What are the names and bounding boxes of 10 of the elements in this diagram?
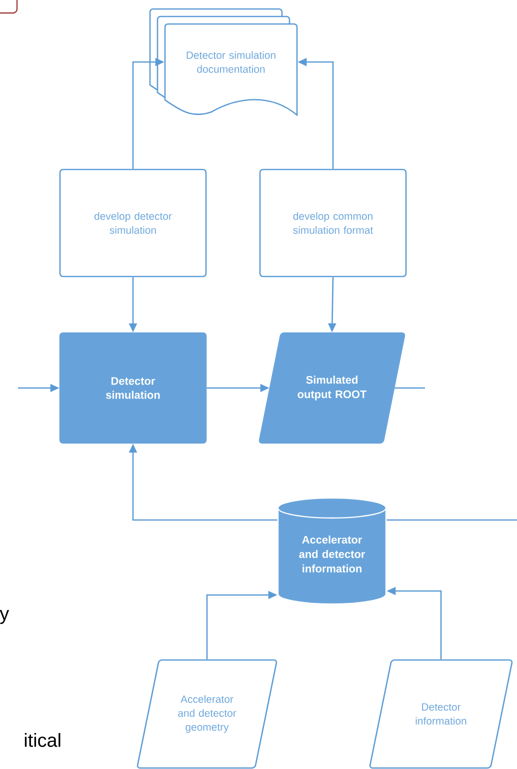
document-stack: Detector simulation documentation: [149, 8, 298, 116]
process-box: develop common simulation format: [259, 168, 407, 278]
process-box: Detector simulation: [59, 332, 207, 444]
data-parallelogram: Simulated output ROOT: [258, 332, 406, 444]
slide-text: itical: [24, 733, 60, 747]
data-parallelogram: Detector information: [369, 659, 513, 769]
slide-text: y: [0, 610, 10, 624]
database-cylinder: Accelerator and detector information: [277, 497, 387, 605]
data-parallelogram: Accelerator and detector geometry: [136, 659, 278, 769]
process-box: develop detector simulation: [59, 168, 207, 278]
